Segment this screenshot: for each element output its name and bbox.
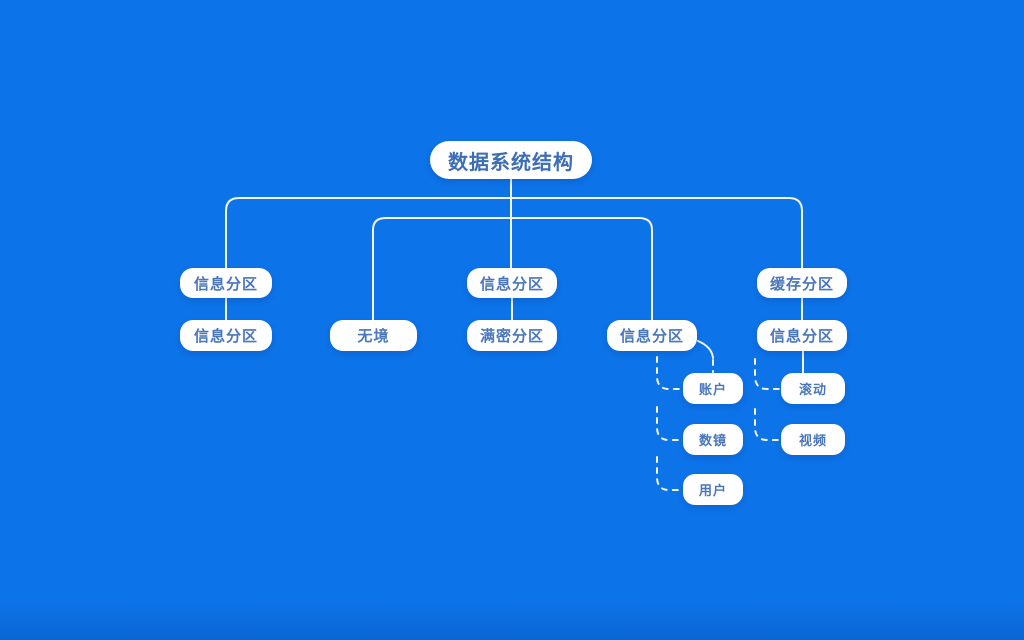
root-node[interactable]: 数据系统结构 [430,141,592,179]
branch5-child-2[interactable]: 视频 [781,424,845,455]
connector-hook-b4c2 [656,406,684,441]
branch4-child-2[interactable]: 数镜 [683,424,743,455]
branch3-top-node[interactable]: 信息分区 [467,268,557,298]
connector-lower-bracket [372,217,653,321]
branch5-child-1[interactable]: 滚动 [781,373,845,404]
branch4-node[interactable]: 信息分区 [607,320,697,351]
branch4-child-3[interactable]: 用户 [683,474,743,505]
connector-hook-b4c1 [656,356,684,390]
branch4-child-1[interactable]: 账户 [683,373,743,404]
branch1-top-node[interactable]: 信息分区 [180,268,272,298]
branch5-bottom-node[interactable]: 信息分区 [757,320,847,351]
connector-hook-b5c1 [754,358,782,390]
connector-branch4-curve [697,340,714,359]
connector-hook-b5c2 [754,408,782,441]
branch2-node[interactable]: 无境 [330,320,417,351]
connector-upper-bracket [225,197,803,269]
connector-hook-b4c3 [656,456,684,491]
branch5-top-node[interactable]: 缓存分区 [757,268,847,298]
branch3-bottom-node[interactable]: 满密分区 [467,320,557,351]
branch1-bottom-node[interactable]: 信息分区 [180,320,272,351]
